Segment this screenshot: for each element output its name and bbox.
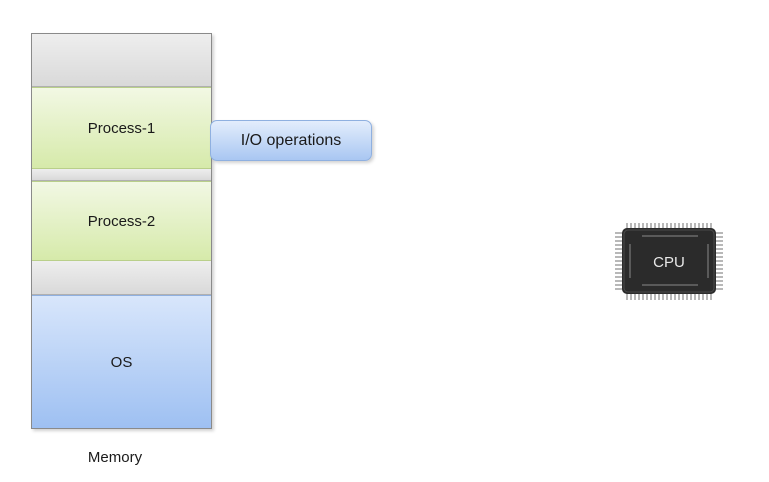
cpu-pin (715, 232, 723, 234)
process-1-label: Process-1 (87, 119, 156, 137)
cpu-pin (630, 223, 632, 229)
cpu-pin (615, 244, 623, 246)
cpu-pin (710, 293, 712, 300)
memory-block: Process-1 Process-2 OS (31, 33, 212, 429)
cpu-pin (654, 293, 656, 300)
cpu-pin (670, 223, 672, 229)
cpu-pin (615, 232, 623, 234)
cpu-pin (715, 248, 723, 250)
cpu-pin (674, 293, 676, 300)
cpu-pin (626, 223, 628, 229)
cpu-pin (715, 284, 723, 286)
cpu-pin (674, 223, 676, 229)
io-operations-box: I/O operations (210, 120, 372, 161)
cpu-pin (686, 293, 688, 300)
cpu-pin (670, 293, 672, 300)
cpu-pin (666, 223, 668, 229)
cpu-pin (682, 293, 684, 300)
cpu-pin (626, 293, 628, 300)
cpu-pin (615, 260, 623, 262)
cpu-pin (715, 244, 723, 246)
cpu-pin (662, 293, 664, 300)
cpu-pin (715, 288, 723, 290)
cpu-pin (715, 272, 723, 274)
cpu-pin (615, 256, 623, 258)
cpu-pin (638, 293, 640, 300)
cpu-pin (715, 252, 723, 254)
cpu-pin (615, 284, 623, 286)
cpu-pin (662, 223, 664, 229)
cpu-pin (715, 240, 723, 242)
cpu-pin (615, 276, 623, 278)
cpu-pin (706, 293, 708, 300)
cpu-pin (678, 293, 680, 300)
cpu-pin (666, 293, 668, 300)
cpu-chip-icon: CPU (615, 223, 723, 300)
cpu-pin (630, 293, 632, 300)
cpu-pin (715, 264, 723, 266)
cpu-pin (715, 268, 723, 270)
cpu-pin (690, 293, 692, 300)
process-2-label: Process-2 (87, 212, 156, 230)
cpu-pin (615, 264, 623, 266)
cpu-pin (615, 288, 623, 290)
os-label: OS (110, 353, 133, 371)
cpu-pin (650, 223, 652, 229)
cpu-pin (650, 293, 652, 300)
cpu-pin (642, 293, 644, 300)
cpu-pin (654, 223, 656, 229)
cpu-pin (646, 293, 648, 300)
cpu-pin (706, 223, 708, 229)
cpu-pin (694, 293, 696, 300)
cpu-pin (658, 293, 660, 300)
cpu-pin (702, 293, 704, 300)
cpu-pin (694, 223, 696, 229)
cpu-pin (702, 223, 704, 229)
cpu-pin (678, 223, 680, 229)
cpu-pin (715, 256, 723, 258)
os-segment: OS (32, 295, 211, 428)
cpu-pin (715, 236, 723, 238)
cpu-pin (682, 223, 684, 229)
io-operations-label: I/O operations (240, 131, 342, 149)
cpu-pin (615, 280, 623, 282)
cpu-pin (698, 223, 700, 229)
cpu-pin (690, 223, 692, 229)
process-2-segment: Process-2 (32, 181, 211, 261)
cpu-pins (615, 223, 723, 300)
cpu-pin (615, 240, 623, 242)
cpu-pin (615, 252, 623, 254)
cpu-pin (634, 293, 636, 300)
memory-free-segment (32, 169, 211, 181)
cpu-pin (615, 236, 623, 238)
memory-free-segment (32, 261, 211, 295)
cpu-pin (634, 223, 636, 229)
cpu-pin (658, 223, 660, 229)
cpu-pin (638, 223, 640, 229)
cpu-pin (715, 280, 723, 282)
cpu-body (622, 228, 716, 294)
cpu-pin (646, 223, 648, 229)
cpu-pin (698, 293, 700, 300)
memory-free-segment (32, 34, 211, 87)
cpu-pin (642, 223, 644, 229)
cpu-pin (710, 223, 712, 229)
cpu-pin (715, 260, 723, 262)
memory-label: Memory (87, 449, 143, 466)
cpu-pin (686, 223, 688, 229)
cpu-pin (615, 248, 623, 250)
cpu-pin (615, 268, 623, 270)
cpu-pin (715, 276, 723, 278)
process-1-segment: Process-1 (32, 87, 211, 169)
cpu-pin (615, 272, 623, 274)
cpu-label: CPU (653, 254, 685, 271)
